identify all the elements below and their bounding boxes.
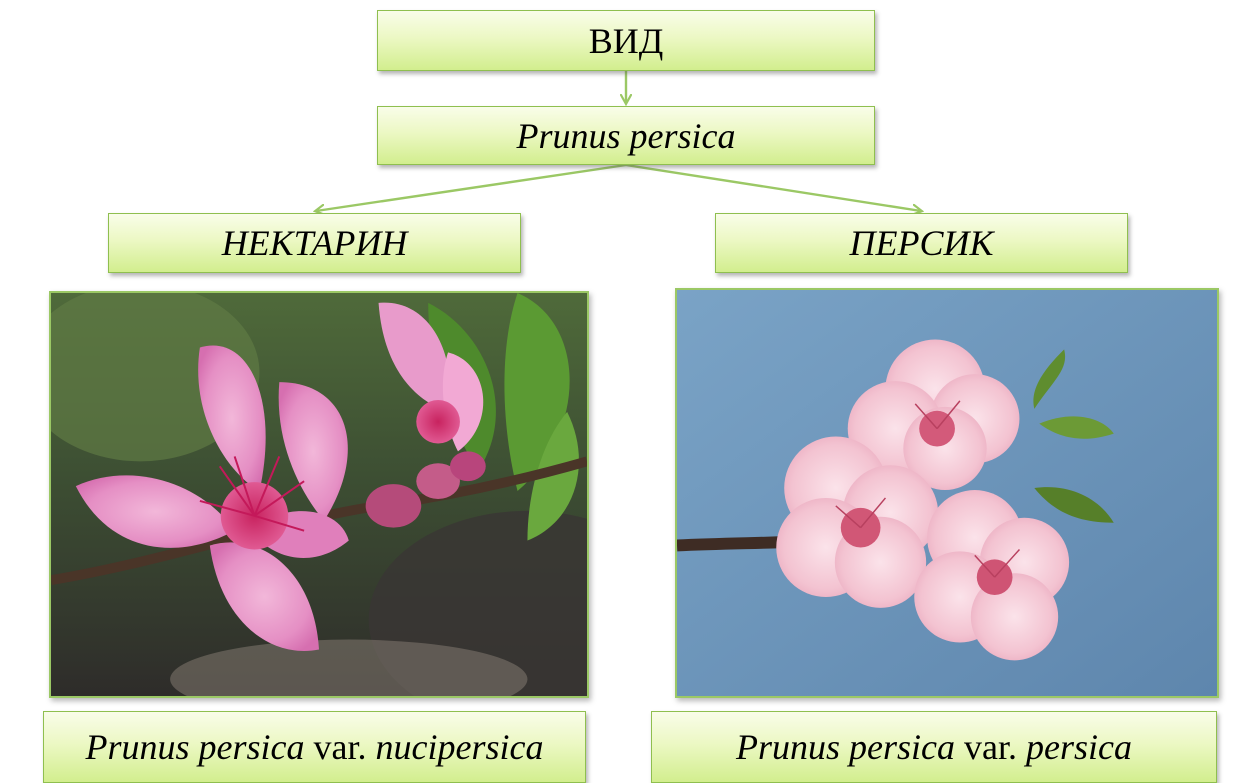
peach-blossom-illustration: [677, 290, 1217, 696]
species-label: Prunus persica: [516, 115, 736, 156]
nectarine-box: НЕКТАРИН: [108, 213, 521, 273]
peach-scientific-name-box: Prunus persica var. persica: [651, 711, 1217, 783]
nectarine-scientific-name-box: Prunus persica var. nucipersica: [43, 711, 586, 783]
nectarine-blossom-photo: [49, 291, 589, 698]
nectarine-genus-species: Prunus persica: [85, 727, 305, 767]
rank-label: ВИД: [588, 20, 664, 61]
nectarine-rank-abbrev: var.: [304, 727, 376, 767]
peach-genus-species: Prunus persica: [736, 727, 956, 767]
species-box: Prunus persica: [377, 106, 875, 165]
peach-label: ПЕРСИК: [849, 223, 994, 263]
rank-box: ВИД: [377, 10, 875, 71]
nectarine-variety: nucipersica: [375, 727, 544, 767]
peach-rank-abbrev: var.: [955, 727, 1026, 767]
arrow-species-to-nectarine: [316, 163, 627, 211]
peach-box: ПЕРСИК: [715, 213, 1128, 273]
nectarine-label: НЕКТАРИН: [221, 223, 408, 263]
arrow-species-to-peach: [625, 163, 921, 211]
nectarine-blossom-illustration: [51, 293, 587, 696]
peach-variety: persica: [1026, 727, 1132, 767]
peach-blossom-photo: [675, 288, 1219, 698]
